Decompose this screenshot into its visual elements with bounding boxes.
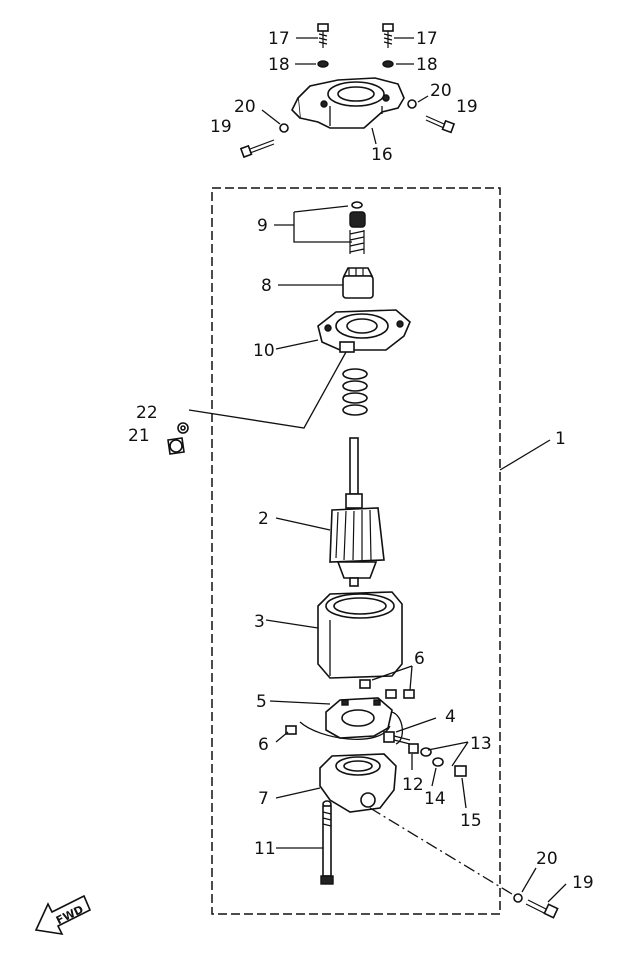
bolt-part-17-right — [382, 23, 394, 48]
label-part-21: 21 — [128, 426, 150, 446]
rear-cover-part-7 — [319, 753, 397, 813]
pinion-part-8 — [342, 267, 374, 299]
label-part-7: 7 — [258, 789, 269, 809]
return-spring — [342, 368, 368, 416]
brush-part-6-top — [359, 679, 415, 699]
brush-part-6-left — [285, 725, 297, 735]
label-part-13: 13 — [470, 734, 492, 754]
washer-part-20-top-left — [279, 123, 289, 133]
label-part-16: 16 — [371, 145, 393, 165]
label-part-4: 4 — [445, 707, 456, 727]
terminal-part-4 — [383, 731, 411, 745]
label-part-20-top-right: 20 — [430, 81, 452, 101]
label-part-17-right: 17 — [416, 29, 438, 49]
washer-part-22-inner — [180, 425, 186, 431]
label-part-3: 3 — [254, 612, 265, 632]
label-part-9: 9 — [257, 216, 268, 236]
bracket-part-16 — [291, 77, 405, 129]
through-bolt-part-11 — [320, 800, 334, 885]
label-part-18-right: 18 — [416, 55, 438, 75]
screw-part-21 — [167, 437, 185, 455]
washer-part-14 — [432, 757, 444, 767]
bolt-part-17-left — [317, 23, 329, 48]
label-part-2: 2 — [258, 509, 269, 529]
label-part-6-top: 6 — [414, 649, 425, 669]
label-part-5: 5 — [256, 692, 267, 712]
brush-holder-part-5 — [299, 697, 403, 745]
label-part-6-left: 6 — [258, 735, 269, 755]
label-part-11: 11 — [254, 839, 276, 859]
assembly-boundary — [211, 187, 501, 915]
label-part-10: 10 — [253, 341, 275, 361]
bolt-part-19-top-left — [239, 139, 275, 159]
bolt-part-19-top-right — [425, 115, 456, 134]
washer-part-18-right — [382, 60, 394, 68]
washer-part-20-top-right — [407, 99, 417, 109]
yoke-part-3 — [317, 591, 403, 679]
label-part-8: 8 — [261, 276, 272, 296]
label-part-19-top-left: 19 — [210, 117, 232, 137]
label-part-15: 15 — [460, 811, 482, 831]
label-part-1: 1 — [555, 429, 566, 449]
nut-part-12 — [408, 743, 419, 754]
armature-part-2 — [329, 437, 385, 587]
label-part-17-left: 17 — [268, 29, 290, 49]
label-part-12: 12 — [402, 775, 424, 795]
washer-part-18-left — [317, 60, 329, 68]
label-part-19-top-right: 19 — [456, 97, 478, 117]
label-part-18-left: 18 — [268, 55, 290, 75]
bolt-part-19-bottom — [525, 899, 559, 919]
label-part-20-top-left: 20 — [234, 97, 256, 117]
washer-part-20-bottom — [513, 893, 523, 903]
nut-part-15 — [454, 765, 467, 777]
stopper-set-part-9 — [349, 201, 366, 254]
fwd-direction-badge: FWD — [34, 894, 92, 936]
leader-lines — [188, 37, 567, 903]
label-part-14: 14 — [424, 789, 446, 809]
label-part-22: 22 — [136, 403, 158, 423]
cover-part-10 — [317, 309, 411, 353]
label-part-20-bottom: 20 — [536, 849, 558, 869]
label-part-19-bottom: 19 — [572, 873, 594, 893]
fwd-arrow-icon — [34, 894, 92, 936]
